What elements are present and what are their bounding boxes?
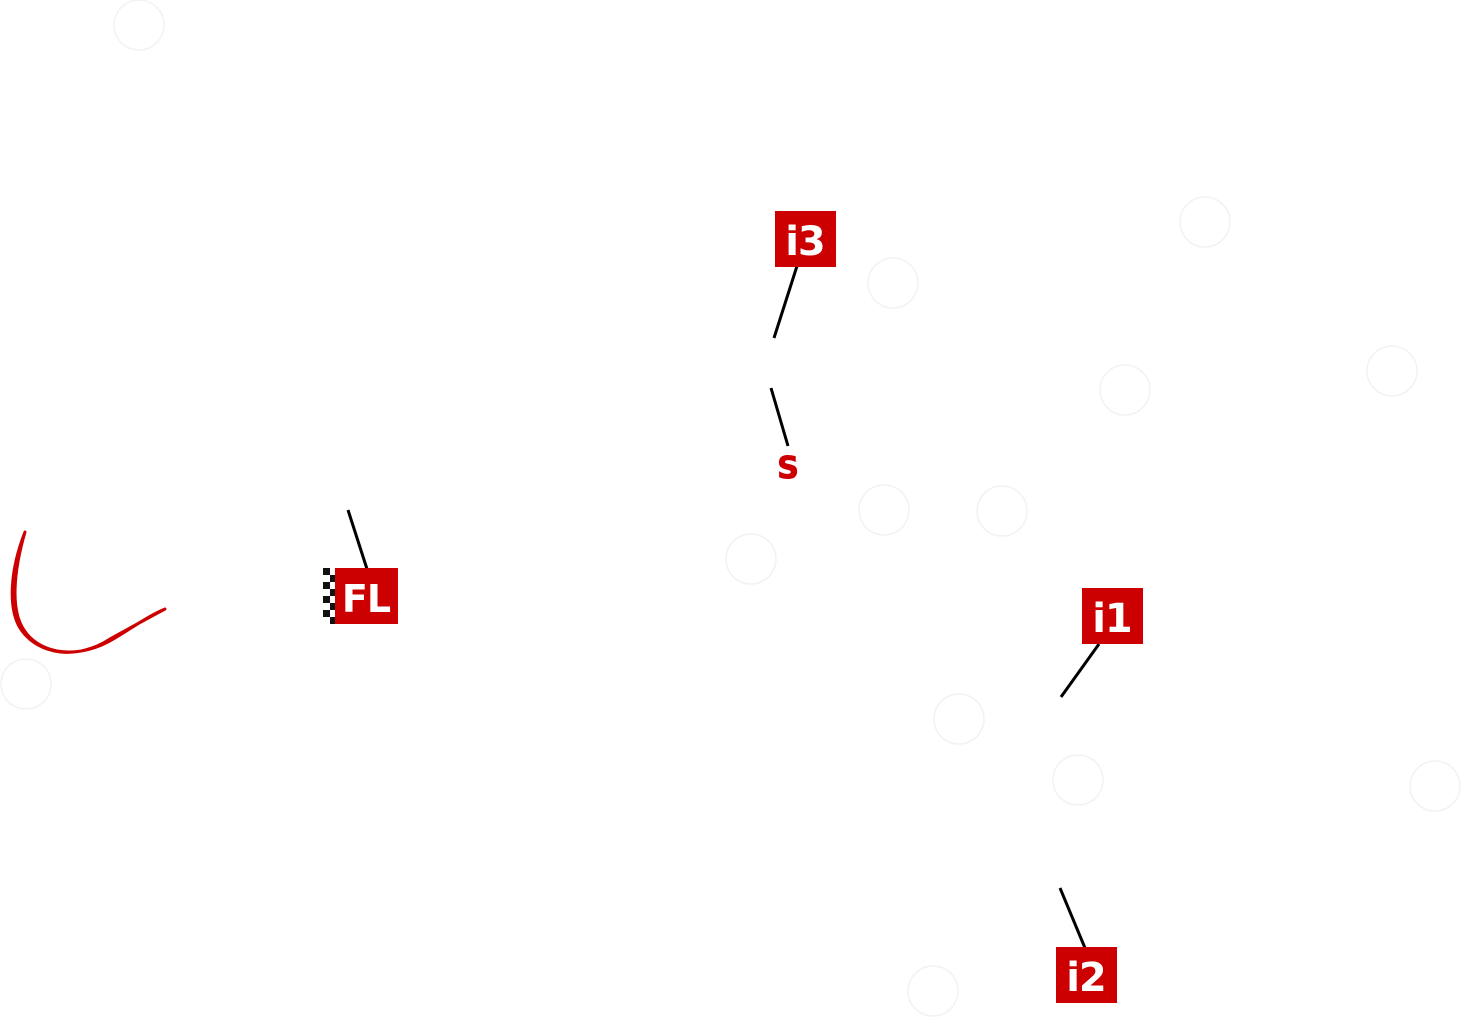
turn-circle (725, 533, 777, 585)
finish-line-marker: FL (323, 509, 398, 624)
intermediate-3-marker: i3 (772, 211, 836, 339)
turn-circle (1366, 345, 1418, 397)
turn-circle (1409, 760, 1461, 812)
i2-label: i2 (1066, 955, 1106, 1001)
i3-badge (775, 211, 836, 267)
intermediate-1-marker: i1 (1059, 588, 1143, 698)
turn-circle (1099, 364, 1151, 416)
start-label: S (777, 451, 799, 486)
i3-leader-line (772, 265, 799, 339)
track-segment-highlight (10, 530, 167, 654)
turn-circle (907, 965, 959, 1017)
turn-circle (1179, 196, 1231, 248)
intermediate-2-marker: i2 (1056, 887, 1117, 1003)
finish-line-leader-line (346, 509, 369, 570)
start-marker: S (769, 387, 799, 487)
turn-circle (867, 257, 919, 309)
i2-leader-line (1058, 887, 1087, 949)
i1-badge (1082, 588, 1143, 644)
checkered-flag-icon (323, 568, 337, 624)
i1-leader-line (1059, 643, 1101, 698)
turn-circle (858, 484, 910, 536)
finish-line-badge (335, 568, 398, 624)
turn-circle (1052, 754, 1104, 806)
i1-label: i1 (1092, 596, 1132, 642)
turn-circle (0, 658, 52, 710)
turn-circle (113, 0, 165, 51)
start-leader-line (769, 387, 790, 447)
i2-badge (1056, 947, 1117, 1003)
turn-circle (933, 693, 985, 745)
turn-circle (976, 485, 1028, 537)
finish-line-label: FL (342, 577, 391, 621)
i3-label: i3 (785, 219, 825, 265)
